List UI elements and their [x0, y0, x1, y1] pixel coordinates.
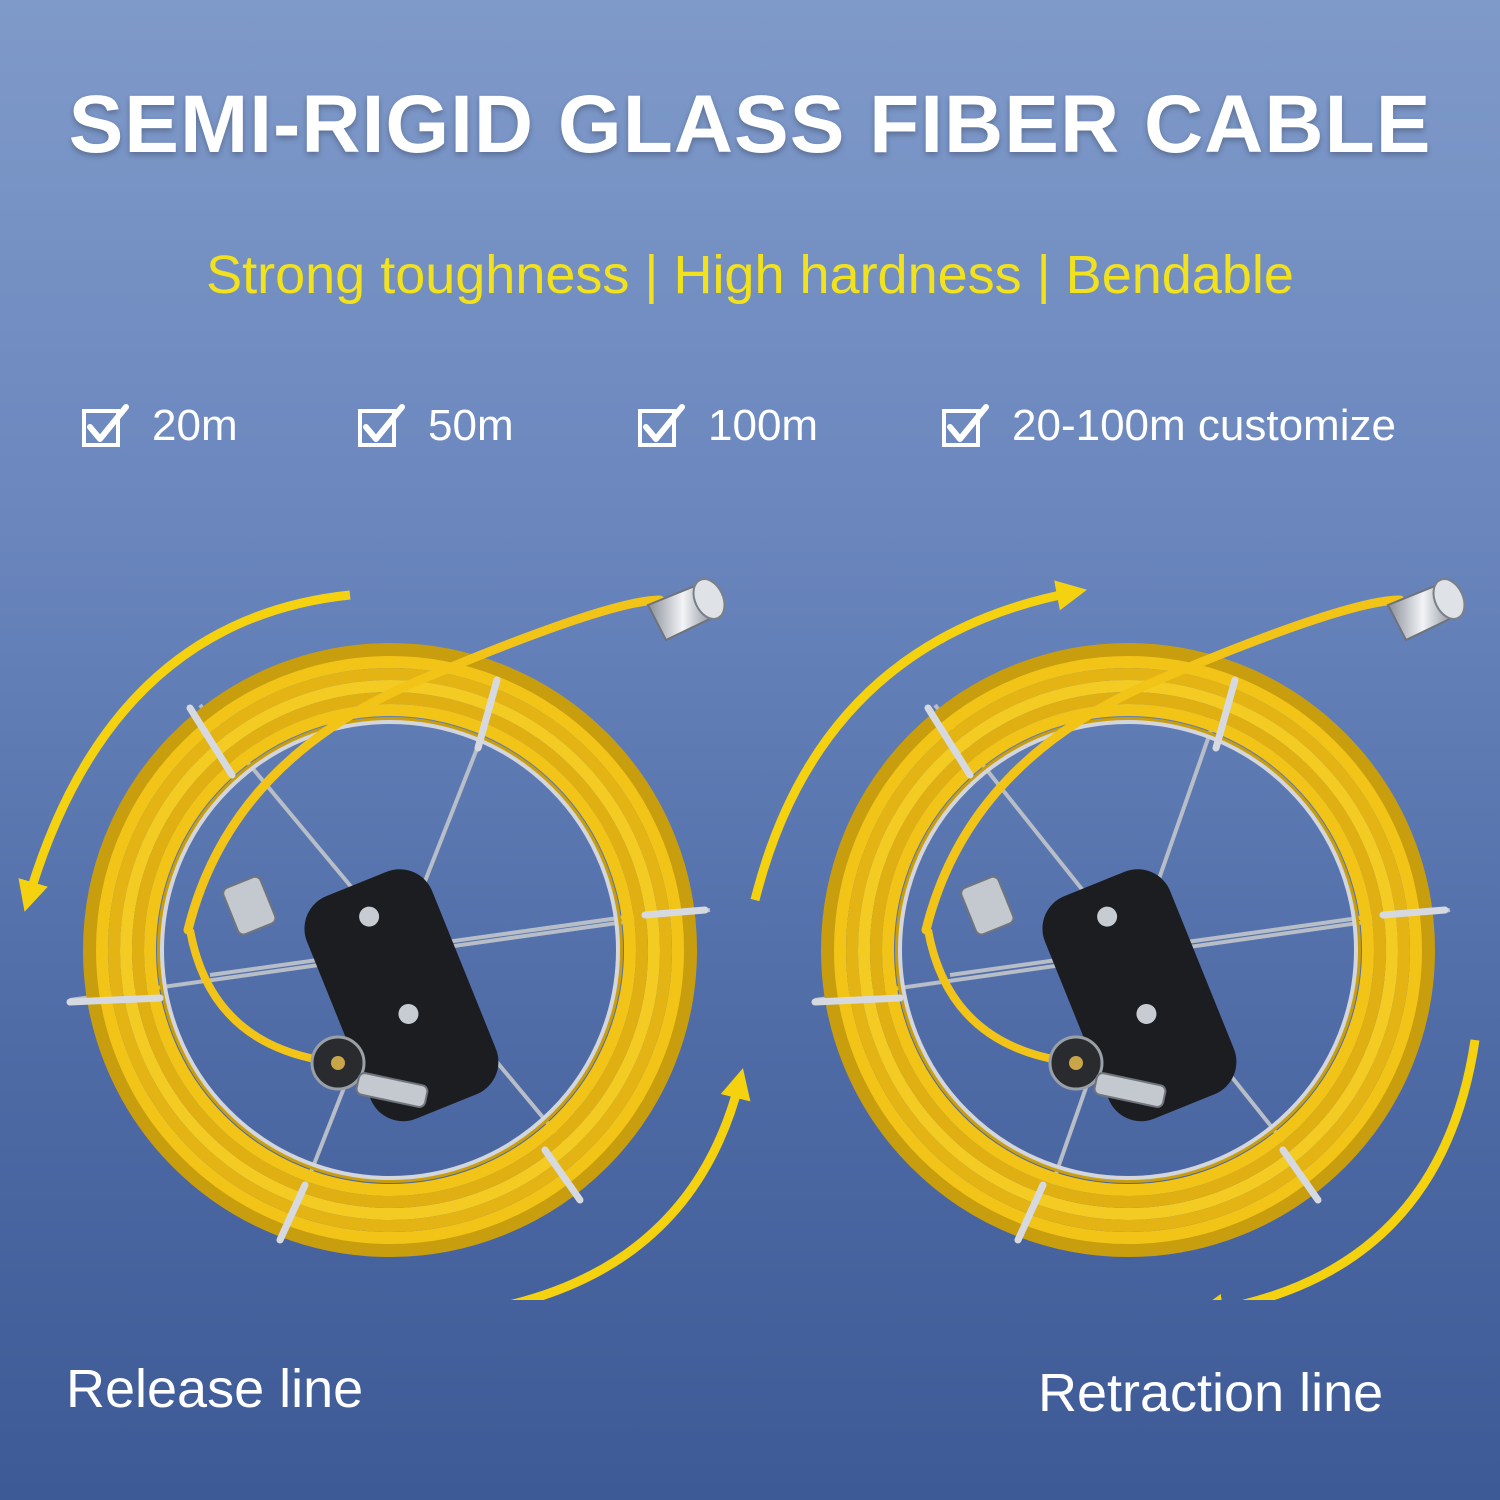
- cable-coil: [821, 643, 1435, 1257]
- handle-grip: [960, 869, 1237, 1122]
- cable-lead: [183, 595, 665, 935]
- feature-subtitle: Strong toughness | High hardness | Benda…: [206, 245, 1294, 305]
- spec-label: 50m: [428, 401, 514, 450]
- handle-grip: [222, 869, 499, 1122]
- arrow-counterclockwise-icon: [18, 590, 351, 912]
- cable-reels-illustration: [18, 578, 1480, 1300]
- checkbox-checked-icon: [358, 404, 405, 447]
- camera-head-icon: [1386, 578, 1466, 642]
- arrow-clockwise-icon: [750, 580, 1088, 902]
- connector-plug: [310, 1035, 429, 1108]
- cable-lead-inner: [924, 929, 1059, 1064]
- spec-item-customize: 20-100m customize: [940, 398, 1396, 454]
- page-title: SEMI-RIGID GLASS FIBER CABLE: [68, 79, 1432, 170]
- cable-lead-inner: [186, 929, 321, 1064]
- checkbox-checked-icon: [82, 404, 129, 447]
- spec-item-20m: 20m: [80, 398, 238, 454]
- spec-item-50m: 50m: [356, 398, 514, 454]
- arrow-counterclockwise-icon: [510, 1068, 751, 1300]
- release-reel: [66, 578, 726, 1257]
- cable-lead: [921, 595, 1405, 935]
- retraction-reel: [811, 578, 1466, 1257]
- spec-item-100m: 100m: [636, 398, 818, 454]
- reel-clips: [811, 676, 1449, 1244]
- checkbox-checked-icon: [638, 404, 685, 447]
- retraction-line-caption: Retraction line: [1038, 1363, 1384, 1423]
- spec-label: 20-100m customize: [1012, 401, 1396, 450]
- release-line-caption: Release line: [66, 1359, 364, 1419]
- connector-plug: [1048, 1035, 1167, 1108]
- cable-coil: [83, 643, 697, 1257]
- camera-head-icon: [646, 578, 726, 642]
- spec-label: 20m: [152, 401, 238, 450]
- checkbox-checked-icon: [942, 404, 989, 447]
- spec-label: 100m: [708, 401, 819, 450]
- reel-clips: [66, 676, 709, 1244]
- arrow-clockwise-icon: [1192, 1039, 1480, 1300]
